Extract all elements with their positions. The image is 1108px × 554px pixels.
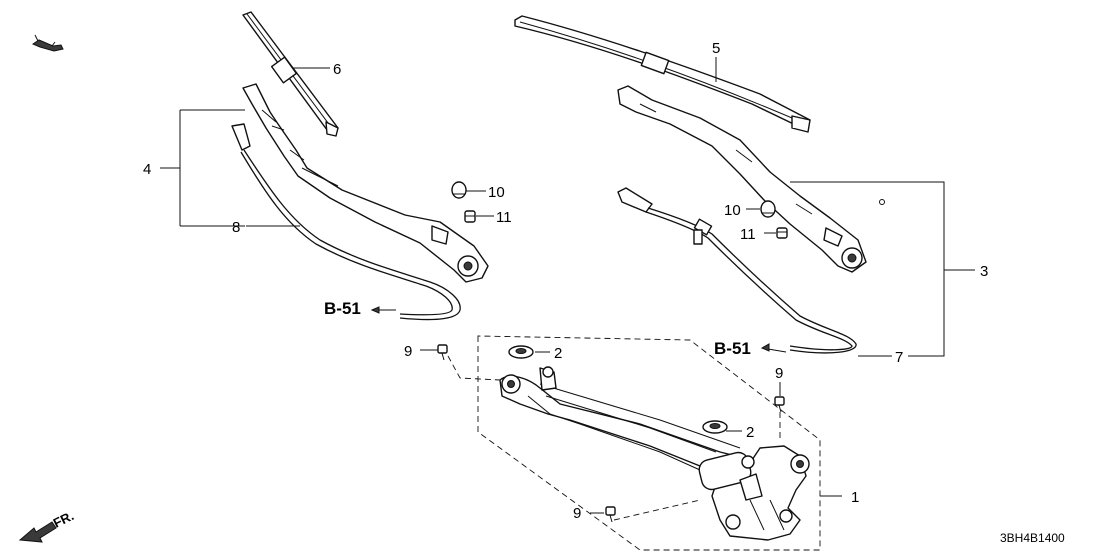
view-marker-icon [31, 34, 64, 52]
callout-5: 5 [712, 40, 720, 57]
washer-hose-right [617, 187, 857, 354]
seal-upper [508, 345, 534, 359]
leader-lines [160, 57, 975, 514]
reference-dot [879, 199, 885, 205]
callout-10-left: 10 [488, 184, 505, 201]
wiper-arm-left [242, 83, 489, 283]
wiper-linkage-motor [499, 366, 810, 541]
callout-2-lower: 2 [746, 424, 754, 441]
nut-cap-left [451, 181, 467, 199]
callout-1: 1 [851, 489, 859, 506]
diagram-code: 3BH4B1400 [1000, 531, 1065, 545]
callout-10-right: 10 [724, 202, 741, 219]
callout-7: 7 [895, 349, 903, 366]
callout-9-left: 9 [404, 343, 412, 360]
callout-11-right: 11 [740, 226, 756, 243]
wiper-arm-right [617, 85, 867, 273]
callout-8: 8 [232, 219, 240, 236]
nut-cap-right [760, 200, 776, 218]
wiper-blade-right [514, 15, 811, 133]
bolt-bottom [605, 506, 616, 523]
seal-lower [702, 420, 728, 434]
nut-right [776, 227, 788, 239]
reference-label-left: B-51 [324, 299, 361, 318]
callout-6: 6 [333, 61, 341, 78]
bolt-left [437, 344, 448, 361]
callout-2-upper: 2 [554, 345, 562, 362]
front-direction-arrow-icon [18, 521, 57, 543]
wiper-blade-left [242, 11, 339, 137]
callout-11-left: 11 [496, 209, 512, 226]
bolt-right [774, 396, 785, 413]
callout-9-bottom: 9 [573, 505, 581, 522]
callout-4: 4 [143, 161, 151, 178]
arrow-head-right-icon [760, 343, 770, 352]
assembly-outline [447, 335, 821, 551]
callout-3: 3 [980, 263, 988, 280]
washer-hose-left [231, 123, 461, 321]
callout-9-right: 9 [775, 365, 783, 382]
nut-left [464, 210, 476, 223]
arrow-head-left-icon [370, 306, 380, 314]
reference-label-right: B-51 [714, 339, 751, 358]
